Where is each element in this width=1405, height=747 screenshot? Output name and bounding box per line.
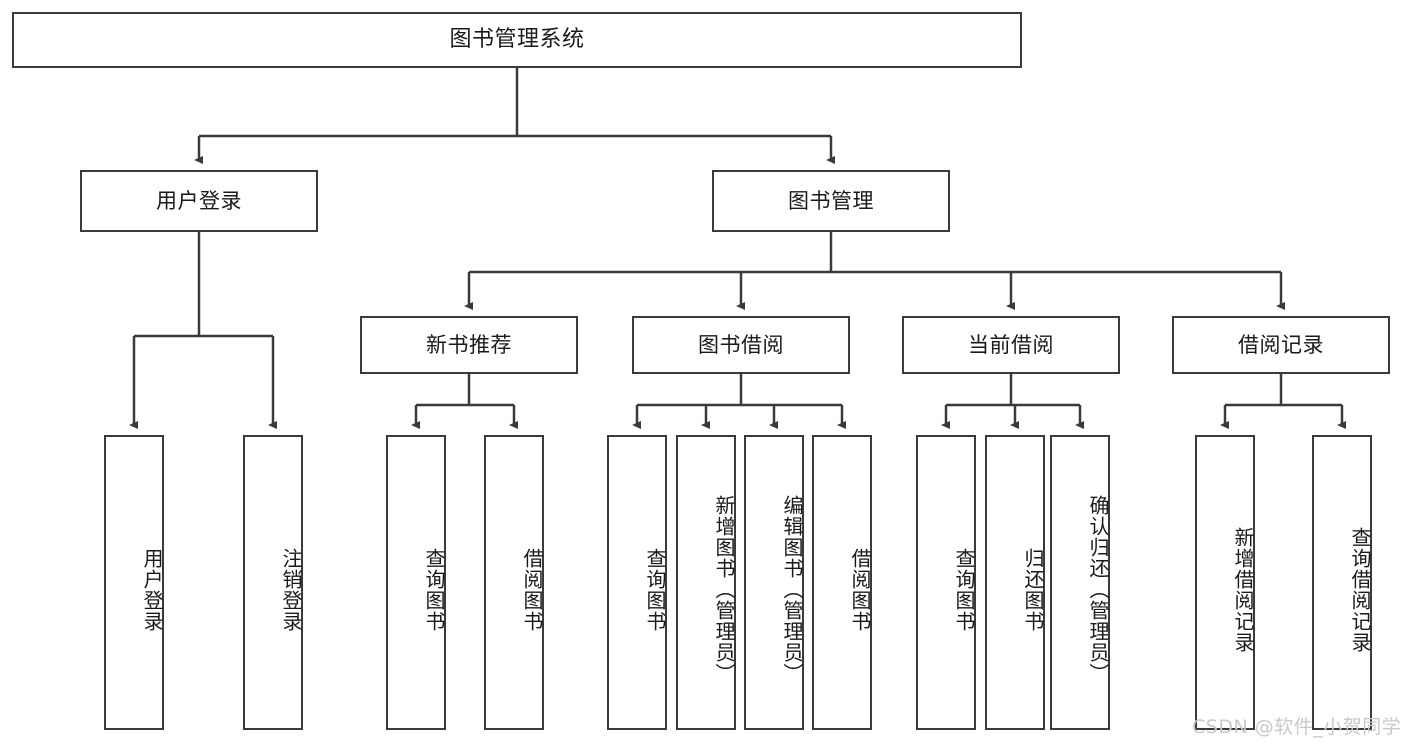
node-leaf-query-record-label: 查询借阅记录	[1348, 526, 1372, 653]
node-leaf-confirm-return-label: 确认归还（管理员）	[1086, 495, 1110, 684]
node-leaf-add-book-label: 新增图书（管理员）	[712, 495, 736, 684]
node-leaf-query-book-cur-label: 查询图书	[952, 547, 976, 632]
node-leaf-add-book[interactable]: 新增图书（管理员）	[676, 435, 736, 730]
node-leaf-logout[interactable]: 注销登录	[243, 435, 303, 730]
node-user-login-label: 用户登录	[156, 188, 242, 213]
node-borrow-record[interactable]: 借阅记录	[1172, 316, 1390, 374]
node-leaf-add-record-label: 新增借阅记录	[1231, 526, 1255, 653]
node-leaf-edit-book-label: 编辑图书（管理员）	[780, 495, 804, 684]
node-leaf-return-book-label: 归还图书	[1021, 547, 1045, 632]
node-leaf-query-record[interactable]: 查询借阅记录	[1312, 435, 1372, 730]
node-leaf-logout-label: 注销登录	[279, 547, 303, 632]
node-root-label: 图书管理系统	[449, 26, 585, 52]
node-leaf-confirm-return[interactable]: 确认归还（管理员）	[1050, 435, 1110, 730]
node-leaf-borrow-book-bor-label: 借阅图书	[848, 547, 872, 632]
node-book-borrow-label: 图书借阅	[698, 332, 784, 357]
node-current-borrow[interactable]: 当前借阅	[902, 316, 1120, 374]
node-leaf-query-book-bor-label: 查询图书	[643, 547, 667, 632]
node-root[interactable]: 图书管理系统	[12, 12, 1022, 68]
watermark-text: CSDN @软件_小贺同学	[1192, 716, 1402, 738]
node-leaf-query-book-cur[interactable]: 查询图书	[916, 435, 976, 730]
node-borrow-record-label: 借阅记录	[1238, 332, 1324, 357]
node-leaf-edit-book[interactable]: 编辑图书（管理员）	[744, 435, 804, 730]
node-new-book-recommend-label: 新书推荐	[426, 332, 512, 357]
node-leaf-user-login-label: 用户登录	[140, 547, 164, 632]
node-book-manage-label: 图书管理	[788, 188, 874, 213]
node-leaf-query-book-bor[interactable]: 查询图书	[607, 435, 667, 730]
node-book-borrow[interactable]: 图书借阅	[632, 316, 850, 374]
node-leaf-borrow-book-bor[interactable]: 借阅图书	[812, 435, 872, 730]
node-leaf-borrow-book-rec[interactable]: 借阅图书	[484, 435, 544, 730]
node-leaf-return-book[interactable]: 归还图书	[985, 435, 1045, 730]
node-user-login[interactable]: 用户登录	[80, 170, 318, 232]
node-book-manage[interactable]: 图书管理	[712, 170, 950, 232]
node-new-book-recommend[interactable]: 新书推荐	[360, 316, 578, 374]
node-leaf-query-book-rec[interactable]: 查询图书	[386, 435, 446, 730]
node-leaf-query-book-rec-label: 查询图书	[422, 547, 446, 632]
node-leaf-add-record[interactable]: 新增借阅记录	[1195, 435, 1255, 730]
node-leaf-borrow-book-rec-label: 借阅图书	[520, 547, 544, 632]
node-current-borrow-label: 当前借阅	[968, 332, 1054, 357]
node-leaf-user-login[interactable]: 用户登录	[104, 435, 164, 730]
